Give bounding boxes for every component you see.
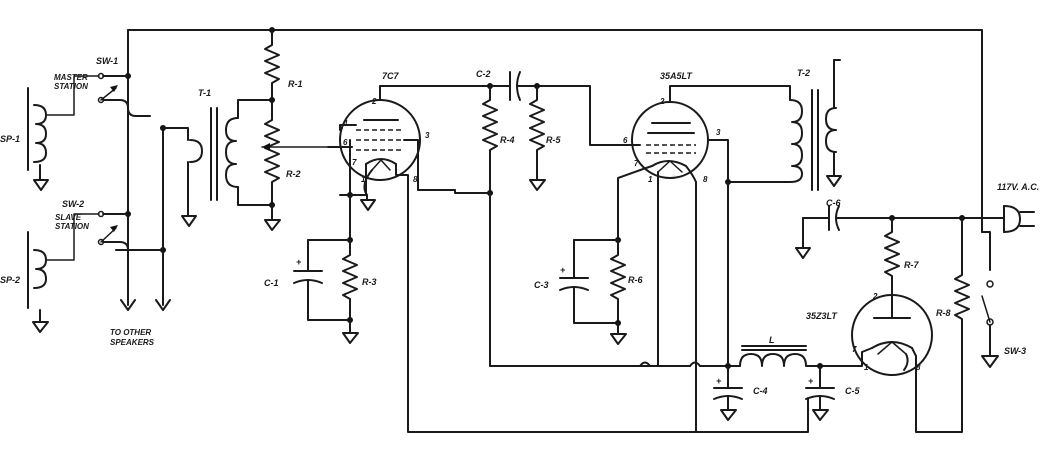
tube2-label: 35A5LT [660,71,693,81]
sp2-label: SP-2 [0,275,20,285]
tube2-pin6: 6 [623,136,628,145]
tube3-pin7: 7 [852,345,857,354]
tube-35z3lt [819,294,963,433]
r5-label: R-5 [546,135,561,145]
c3-label: C-3 [534,280,549,290]
to-other-speakers-label-1: TO OTHER [110,328,151,337]
tube2-pin3: 3 [716,128,721,137]
tube-7c7 [327,85,809,433]
coupling-c2-r4-r5 [482,71,691,367]
switch-sw3 [981,280,999,368]
ac-line-c6 [795,205,1035,271]
c5-label: C-5 [845,386,860,396]
r4-label: R-4 [500,135,515,145]
master-station-label-1: MASTER [54,73,88,82]
tube3-pin1: 1 [864,363,869,372]
c6-label: C-6 [826,198,841,208]
tube2-pin8: 8 [703,175,708,184]
c4-plus: + [716,376,722,386]
c3-plus: + [560,265,566,275]
master-station-label-2: STATION [54,82,88,91]
transformer-t2 [789,59,842,191]
r7-label: R-7 [904,260,919,270]
tube2-pin7: 7 [634,159,639,168]
tube1-pin7: 7 [352,158,357,167]
tube3-label: 35Z3LT [806,311,838,321]
t1-label: T-1 [198,88,211,98]
sw3-label: SW-3 [1004,346,1026,356]
tube1-pin1: 1 [361,175,366,184]
switch-sw1 [97,72,137,117]
tube1-pin6: 6 [343,138,348,147]
tube2-pin1: 1 [648,175,653,184]
cathode-network-c3-r6 [559,237,627,345]
tube1-label: 7C7 [382,71,400,81]
r8-label: R-8 [936,308,951,318]
slave-station-label-1: SLAVE [55,213,82,222]
r2-label: R-2 [286,169,301,179]
tube1-pin8: 8 [413,175,418,184]
tube2-pin2: 2 [659,97,665,106]
tube-35a5lt [617,85,791,433]
r3-label: R-3 [362,277,377,287]
top-bus-wire [127,29,983,296]
r1-label: R-1 [288,79,303,89]
speaker-sp1 [27,75,100,191]
c1-plus: + [296,257,302,267]
resistor-r1-r2 [261,27,329,231]
transformer-t1 [160,99,273,227]
resistor-r7 [884,217,900,296]
speaker-sp2 [27,213,100,333]
sp1-label: SP-1 [0,134,20,144]
choke-label: L [769,335,775,345]
tube3-pin2: 2 [872,292,878,301]
to-other-speakers-label-2: SPEAKERS [110,338,155,347]
tube1-pin3: 3 [425,131,430,140]
cathode-network-c1-r3 [293,192,367,344]
filter-choke-c4-c5 [639,345,835,421]
tube1-pin4: 4 [342,119,348,128]
resistor-r8 [954,217,970,346]
sw2-label: SW-2 [62,199,84,209]
tube1-pin2: 2 [371,97,377,106]
c5-plus: + [808,376,814,386]
sw1-label: SW-1 [96,56,118,66]
tube3-pin8: 8 [916,363,921,372]
t2-label: T-2 [797,68,810,78]
c2-label: C-2 [476,69,491,79]
c4-label: C-4 [753,386,768,396]
slave-station-label-2: STATION [55,222,89,231]
to-other-speakers-leads [115,115,171,311]
ac-label: 117V. A.C. [997,182,1039,192]
switch-sw2 [97,210,131,251]
r6-label: R-6 [628,275,643,285]
c1-label: C-1 [264,278,279,288]
